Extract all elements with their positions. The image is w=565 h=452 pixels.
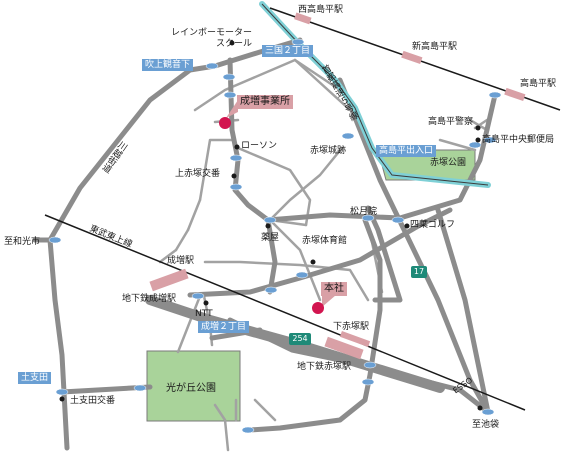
label-kusuriya: 薬屋 [261, 233, 280, 243]
label-takashimadaira-exit: 高島平出入口 [376, 145, 437, 157]
label-rainbow-school: レインボーモーター スクール [171, 28, 253, 49]
label-fukiage-kannonshita: 吹上観音下 [142, 59, 194, 71]
label-narimasu-office: 成増事業所 [237, 95, 293, 109]
label-lawson: ローソン [241, 141, 278, 151]
label-kami-akatsuka-kosa: 上赤塚交番 [175, 169, 221, 179]
label-akatsuka-gym: 赤塚体育館 [302, 236, 348, 246]
label-akatsuka-castle: 赤塚城跡 [310, 146, 347, 156]
label-hikarigaoka-park: 光が丘公園 [166, 383, 216, 394]
label-matsutsukiin: 松月院 [350, 207, 378, 217]
label-chikatetsu-akatsuka: 地下鉄赤塚駅 [297, 362, 352, 372]
station-platforms [149, 12, 526, 360]
label-shimo-akatsuka: 下赤塚駅 [333, 322, 370, 332]
label-mikuni-2: 三国２丁目 [262, 45, 314, 57]
label-shin-takashimadaira: 新高島平駅 [412, 42, 458, 52]
label-dosaida: 土支田 [18, 372, 52, 384]
label-to-wakoshi: 至和光市 [4, 237, 41, 247]
label-dosaida-kosa: 土支田交番 [70, 396, 116, 406]
label-takashimadaira-post: 高島平中央郵便局 [482, 135, 555, 145]
label-yotsuba-golf: 四葉ゴルフ [410, 220, 456, 230]
label-takashimadaira: 高島平駅 [520, 79, 557, 89]
route-17-badge: 17 [411, 266, 427, 278]
hikarigaoka-park-area [146, 350, 241, 422]
head-office-arrow [322, 295, 336, 307]
label-narimasu-station: 成増駅 [167, 256, 195, 266]
label-head-office: 本社 [321, 282, 347, 296]
route-254-badge: 254 [289, 333, 311, 345]
landmark-dots [59, 40, 483, 411]
label-ntt: NTT [195, 309, 213, 319]
head-office-pin[interactable] [312, 302, 324, 314]
label-to-ikebukuro: 至池袋 [472, 420, 500, 430]
label-narimasu-2: 成増２丁目 [198, 321, 250, 333]
akatsuka-park-area [377, 149, 476, 181]
narimasu-office-arrow [226, 100, 238, 118]
label-nishi-takashimadaira: 西高島平駅 [298, 5, 344, 15]
narimasu-office-pin[interactable] [219, 117, 231, 129]
label-chikatetsu-narimasu: 地下鉄成増駅 [122, 294, 177, 304]
label-akatsuka-park: 赤塚公園 [430, 158, 467, 168]
label-takashimadaira-police: 高島平警察 [428, 117, 474, 127]
